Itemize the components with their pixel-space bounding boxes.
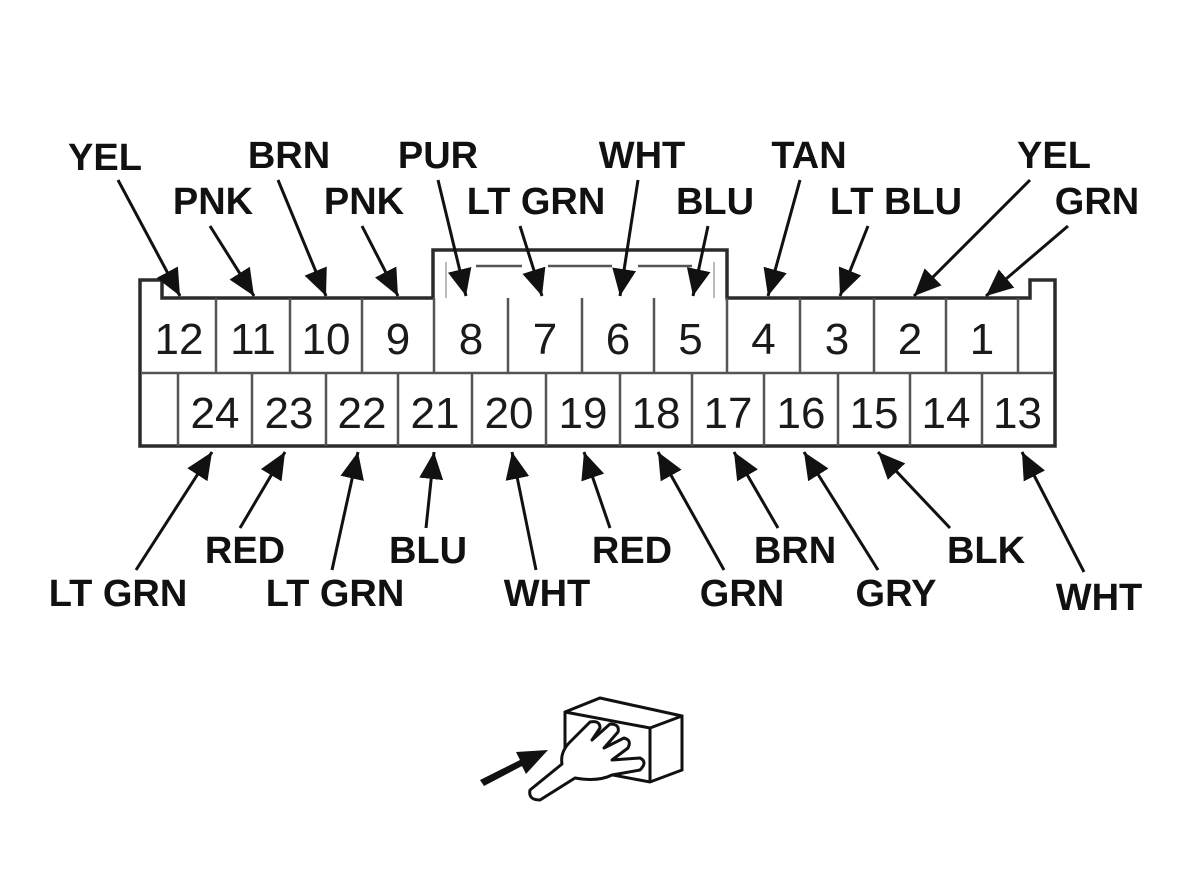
wire-label-pin-21: BLU: [389, 530, 467, 572]
leader-lines: [116, 178, 1086, 573]
wire-label-pin-6: WHT: [599, 135, 686, 177]
pin-number-19: 19: [559, 389, 608, 438]
leader-pin-4: [763, 179, 802, 297]
leader-pin-17: [732, 451, 780, 529]
pin-number-21: 21: [411, 389, 460, 438]
leader-pin-24: [134, 451, 214, 571]
leader-pin-15: [876, 450, 952, 530]
pin-number-1: 1: [970, 315, 994, 364]
leader-pin-7: [518, 225, 546, 297]
wire-label-pin-16: GRY: [856, 573, 937, 615]
leader-pin-18: [656, 451, 726, 571]
wire-label-pin-15: BLK: [947, 530, 1026, 572]
leader-pin-12: [116, 179, 182, 297]
leader-pin-23: [238, 451, 287, 529]
leader-pin-13: [1020, 451, 1086, 573]
pin-number-11: 11: [230, 315, 276, 364]
leader-pin-16: [802, 451, 880, 571]
wire-label-pin-24: LT GRN: [49, 573, 188, 615]
wire-label-pin-4: TAN: [771, 135, 846, 177]
pin-number-6: 6: [606, 315, 630, 364]
pin-number-15: 15: [850, 389, 899, 438]
wire-label-pin-3: LT BLU: [830, 181, 962, 223]
pin-number-24: 24: [191, 389, 240, 438]
pin-number-20: 20: [485, 389, 534, 438]
leader-pin-5: [686, 225, 711, 297]
pin-number-3: 3: [825, 315, 849, 364]
wire-label-pin-9: PNK: [324, 181, 405, 223]
wire-label-pin-17: BRN: [754, 530, 836, 572]
pin-number-2: 2: [898, 315, 922, 364]
wire-label-pin-20: WHT: [504, 573, 591, 615]
leader-pin-2: [912, 178, 1032, 298]
wire-label-pin-18: GRN: [700, 573, 784, 615]
leader-pin-3: [838, 225, 870, 297]
connector-housing: [138, 248, 1057, 448]
wire-label-pin-1: GRN: [1055, 181, 1139, 223]
wire-label-pin-10: BRN: [248, 135, 330, 177]
leader-pin-9: [360, 225, 400, 297]
hand-pushing-connector-icon: [480, 696, 684, 802]
pin-number-5: 5: [678, 315, 702, 364]
leader-pin-10: [276, 179, 328, 297]
pin-number-17: 17: [704, 389, 753, 438]
pin-number-16: 16: [777, 389, 826, 438]
pin-number-23: 23: [265, 389, 314, 438]
leader-pin-6: [612, 179, 640, 297]
leader-pin-11: [208, 225, 256, 297]
wire-label-pin-22: LT GRN: [266, 573, 405, 615]
pin-number-8: 8: [459, 315, 483, 364]
wire-label-pin-5: BLU: [676, 181, 754, 223]
wire-label-pin-11: PNK: [173, 181, 254, 223]
wire-label-pin-8: PUR: [398, 135, 478, 177]
wire-label-pin-7: LT GRN: [467, 181, 606, 223]
leader-pin-21: [419, 451, 444, 529]
pin-number-22: 22: [338, 389, 387, 438]
wire-label-pin-12: YEL: [68, 137, 142, 179]
pin-number-4: 4: [751, 315, 775, 364]
pin-number-12: 12: [155, 315, 204, 364]
pin-number-14: 14: [922, 389, 971, 438]
pin-number-10: 10: [302, 315, 351, 364]
leader-pin-22: [330, 451, 364, 571]
wire-label-pin-2: YEL: [1017, 135, 1091, 177]
wire-label-pin-19: RED: [592, 530, 672, 572]
leader-pin-20: [505, 451, 538, 571]
wire-label-pin-13: WHT: [1056, 577, 1143, 619]
leader-pin-8: [436, 179, 472, 297]
wire-label-pin-23: RED: [205, 530, 285, 572]
pin-number-13: 13: [993, 389, 1042, 438]
pin-number-9: 9: [386, 315, 410, 364]
leader-pin-1: [985, 224, 1069, 298]
pin-number-7: 7: [533, 315, 557, 364]
leader-pin-19: [581, 451, 612, 529]
pin-number-18: 18: [632, 389, 681, 438]
